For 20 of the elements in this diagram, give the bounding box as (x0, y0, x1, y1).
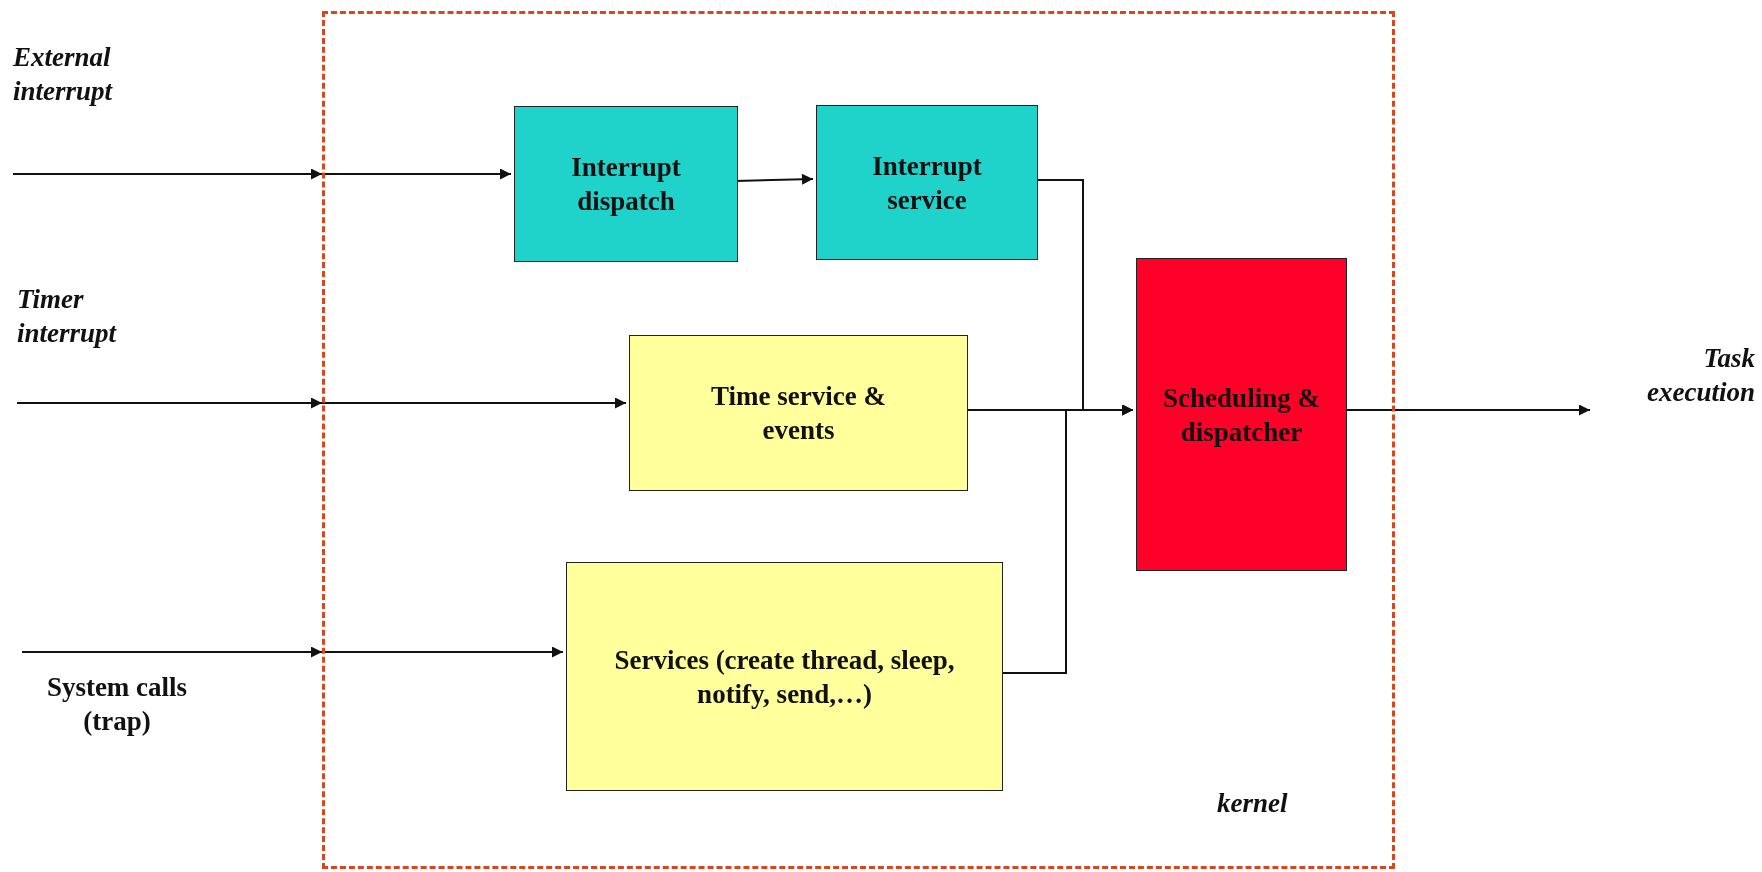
box-label: Services (create thread, sleep, notify, send,…) (613, 643, 956, 711)
arrow (321, 397, 627, 409)
box-label: Scheduling & dispatcher (1162, 381, 1321, 449)
box-label: Interrupt service (871, 149, 983, 217)
output-label: Task execution (1590, 340, 1755, 410)
process-box (514, 106, 738, 262)
process-box (816, 105, 1038, 260)
arrow (16, 397, 323, 409)
kernel-boundary (322, 11, 1395, 869)
group-label: kernel (1217, 787, 1288, 820)
box-label: Time service & events (710, 380, 887, 447)
process-box (629, 335, 968, 491)
input-label: System calls (trap) (22, 652, 212, 738)
input-label: External interrupt (13, 40, 163, 174)
process-box (1136, 258, 1347, 571)
arrow (21, 646, 323, 658)
process-box (566, 562, 1003, 791)
box-label: Interrupt dispatch (570, 151, 682, 218)
input-label: Timer interrupt (17, 282, 167, 403)
arrow (12, 168, 323, 180)
